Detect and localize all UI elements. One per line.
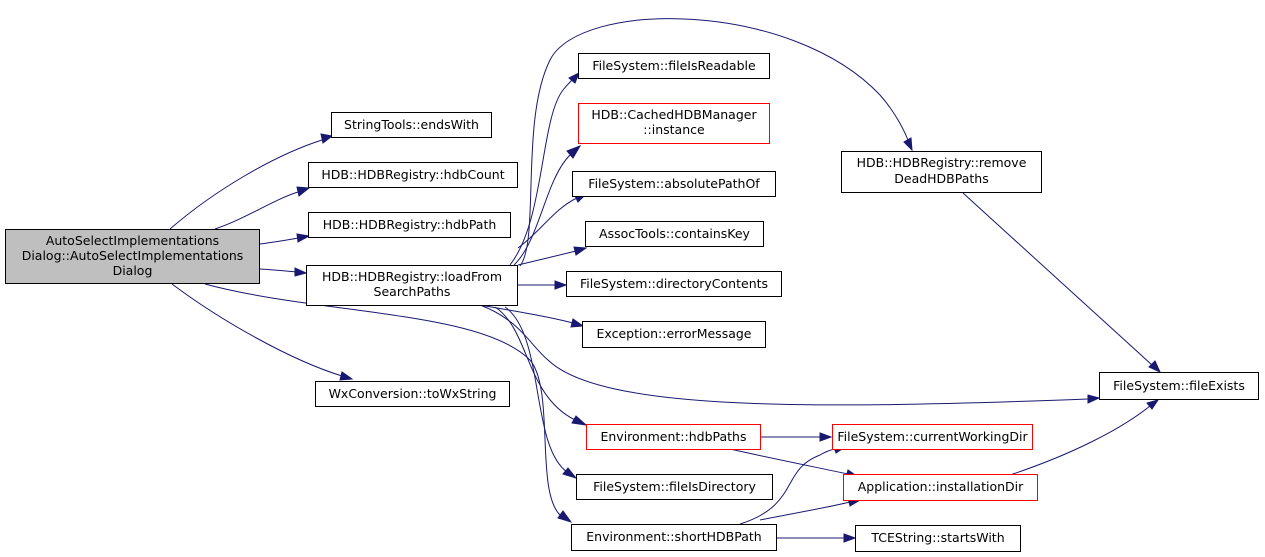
node-error-message[interactable]: Exception::errorMessage	[582, 321, 766, 348]
edge-root-to-hdb-path	[259, 237, 299, 245]
node-starts-with[interactable]: TCEString::startsWith	[855, 525, 1021, 552]
node-file-is-readable-label: FileSystem::fileIsReadable	[592, 58, 756, 73]
node-error-message-label: Exception::errorMessage	[597, 326, 752, 341]
arrow-hdb-paths	[571, 415, 588, 426]
node-directory-contents-label: FileSystem::directoryContents	[580, 276, 768, 291]
node-load-from-search-paths[interactable]: HDB::HDBRegistry::loadFrom SearchPaths	[306, 265, 518, 306]
edge-hdb-paths-to-installation-dir	[729, 448, 849, 475]
node-file-exists[interactable]: FileSystem::fileExists	[1099, 372, 1259, 400]
node-file-exists-label: FileSystem::fileExists	[1113, 378, 1245, 393]
node-file-is-readable[interactable]: FileSystem::fileIsReadable	[578, 53, 770, 79]
edge-load-to-error-message	[479, 304, 574, 324]
edge-load-to-file-is-readable	[509, 79, 573, 266]
node-ends-with-label: StringTools::endsWith	[344, 117, 479, 132]
arrow-hdb-path	[296, 233, 311, 243]
node-hdb-path-label: HDB::HDBRegistry::hdbPath	[323, 217, 497, 232]
node-root-line-2: Dialog::AutoSelectImplementations	[22, 248, 244, 263]
node-root-line-1: AutoSelectImplementations	[46, 233, 219, 248]
arrow-error-message	[570, 318, 585, 328]
nodes: AutoSelectImplementations Dialog::AutoSe…	[5, 53, 1259, 552]
arrow-contains-key	[573, 246, 588, 256]
edge-load-to-remove-dead	[519, 18, 909, 267]
node-ends-with[interactable]: StringTools::endsWith	[331, 112, 492, 138]
edge-load-to-contains-key	[517, 250, 577, 266]
arrow-hdb-count	[296, 186, 311, 197]
edge-load-to-hdb-paths	[494, 306, 576, 421]
node-absolute-path-of[interactable]: FileSystem::absolutePathOf	[572, 171, 776, 197]
arrow-file-exists-from-installation	[1146, 399, 1160, 410]
arrow-file-exists-from-remove	[1148, 360, 1162, 374]
edge-load-to-cached-instance	[513, 154, 571, 266]
arrow-cached-instance	[566, 145, 582, 159]
node-hdb-paths-label: Environment::hdbPaths	[600, 429, 746, 444]
node-hdb-paths[interactable]: Environment::hdbPaths	[586, 424, 761, 450]
node-starts-with-label: TCEString::startsWith	[870, 530, 1004, 545]
node-root-line-3: Dialog	[113, 263, 153, 278]
node-cached-instance-line-2: ::instance	[643, 122, 705, 137]
edge-root-to-ends-with	[169, 139, 323, 230]
node-contains-key-label: AssocTools::containsKey	[599, 226, 750, 241]
arrow-to-wx-string	[339, 371, 354, 381]
arrow-file-exists-from-load	[1087, 394, 1101, 404]
node-current-working-dir[interactable]: FileSystem::currentWorkingDir	[832, 424, 1033, 450]
edges	[169, 18, 1153, 539]
node-hdb-count[interactable]: HDB::HDBRegistry::hdbCount	[308, 162, 518, 188]
node-current-working-dir-label: FileSystem::currentWorkingDir	[837, 429, 1028, 444]
edge-load-to-file-is-directory	[504, 306, 568, 473]
node-absolute-path-of-label: FileSystem::absolutePathOf	[588, 176, 760, 191]
arrow-load	[294, 267, 308, 277]
edge-load-to-absolute-path-of	[517, 197, 578, 249]
node-load-line-2: SearchPaths	[374, 284, 451, 299]
node-remove-dead-line-2: DeadHDBPaths	[894, 171, 988, 186]
edge-root-to-to-wx-string	[171, 283, 343, 377]
edge-load-to-file-exists	[479, 304, 1089, 406]
edge-root-to-short-hdb-path	[204, 283, 561, 516]
node-directory-contents[interactable]: FileSystem::directoryContents	[566, 271, 782, 297]
node-cached-instance[interactable]: HDB::CachedHDBManager ::instance	[578, 103, 770, 144]
arrow-starts-with	[843, 533, 857, 543]
node-installation-dir-label: Application::installationDir	[858, 479, 1024, 494]
edge-short-to-current-working-dir	[739, 448, 836, 525]
node-hdb-path[interactable]: HDB::HDBRegistry::hdbPath	[308, 212, 511, 238]
arrow-directory-contents	[554, 280, 568, 290]
edge-root-to-load	[259, 268, 297, 273]
arrow-short-hdb-path	[557, 510, 573, 523]
edge-installation-dir-to-file-exists	[1009, 405, 1151, 476]
arrow-file-is-directory	[562, 467, 578, 479]
edge-root-to-hdb-count	[214, 191, 299, 230]
node-remove-dead-hdb-paths[interactable]: HDB::HDBRegistry::remove DeadHDBPaths	[841, 151, 1042, 193]
node-load-line-1: HDB::HDBRegistry::loadFrom	[322, 269, 502, 284]
edge-short-to-installation-dir	[759, 501, 851, 521]
node-short-hdb-path[interactable]: Environment::shortHDBPath	[571, 524, 777, 551]
node-to-wx-string-label: WxConversion::toWxString	[329, 386, 497, 401]
arrow-file-is-readable	[568, 71, 580, 84]
node-file-is-directory[interactable]: FileSystem::fileIsDirectory	[576, 474, 773, 500]
node-contains-key[interactable]: AssocTools::containsKey	[585, 221, 764, 247]
node-hdb-count-label: HDB::HDBRegistry::hdbCount	[321, 167, 504, 182]
arrow-current-working-dir-from-hdb-paths	[819, 432, 833, 442]
node-root[interactable]: AutoSelectImplementations Dialog::AutoSe…	[5, 229, 260, 284]
node-installation-dir[interactable]: Application::installationDir	[843, 474, 1038, 501]
node-file-is-directory-label: FileSystem::fileIsDirectory	[593, 479, 756, 494]
node-cached-instance-line-1: HDB::CachedHDBManager	[591, 107, 757, 122]
arrow-remove-dead	[903, 137, 913, 152]
node-remove-dead-line-1: HDB::HDBRegistry::remove	[857, 155, 1027, 170]
node-to-wx-string[interactable]: WxConversion::toWxString	[315, 381, 510, 407]
arrowheads	[294, 71, 1162, 543]
edge-remove-dead-to-file-exists	[962, 192, 1153, 366]
node-short-hdb-path-label: Environment::shortHDBPath	[586, 529, 761, 544]
arrow-ends-with	[320, 133, 334, 144]
